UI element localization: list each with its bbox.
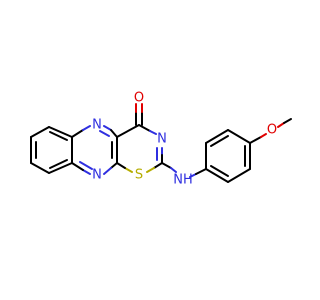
methoxy-group: [249, 118, 292, 144]
atom-label-n-pyrazine-bottom: N: [92, 168, 102, 183]
atom-label-o-methoxy: O: [267, 123, 277, 138]
pyrazine-ring: [71, 125, 118, 175]
atom-label-n-thiazine: N: [157, 132, 167, 147]
carbonyl-bond: [135, 103, 143, 126]
atom-label-n-pyrazine-top: N: [92, 118, 102, 133]
atom-label-o-carbonyl: O: [134, 91, 144, 106]
benzo-ring: [30, 126, 73, 174]
molecule-structure: N N N S O O NH: [30, 91, 292, 188]
methoxyphenyl-ring: [205, 129, 251, 183]
amine-link: [161, 162, 207, 178]
thiazinone-ring: [116, 124, 163, 173]
atom-label-s-thiazine: S: [135, 168, 143, 183]
atom-label-nh-amine: NH: [173, 173, 193, 188]
